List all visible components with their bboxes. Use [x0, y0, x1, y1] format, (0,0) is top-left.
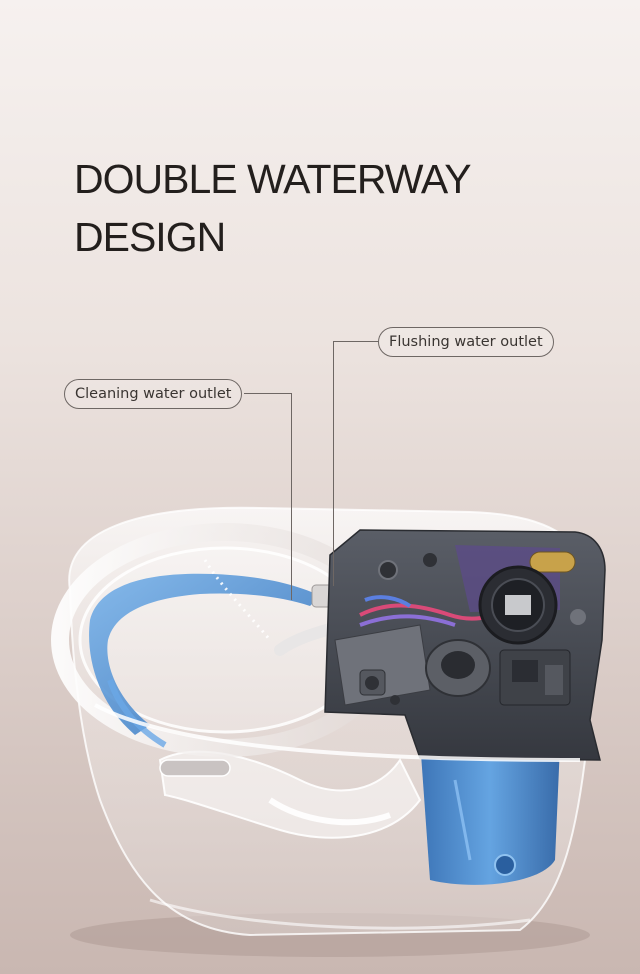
sensor-capsule [529, 551, 576, 573]
pump-housing [334, 624, 431, 706]
cleaning-water-stream [89, 573, 320, 735]
water-tank [420, 740, 560, 885]
cleaning-leader-horizontal [244, 393, 292, 395]
connector-pipe [159, 759, 231, 777]
flushing-leader-vertical [333, 341, 335, 586]
flushing-water-outlet-label: Flushing water outlet [378, 327, 554, 357]
water-spray [203, 559, 272, 641]
title-line-1: DOUBLE WATERWAY [74, 156, 472, 202]
cleaning-leader-vertical [291, 393, 293, 600]
flushing-leader-horizontal [333, 341, 379, 343]
page-title: DOUBLE WATERWAY DESIGN [74, 150, 472, 266]
cleaning-water-outlet-label: Cleaning water outlet [64, 379, 243, 409]
title-line-2: DESIGN [74, 214, 226, 260]
